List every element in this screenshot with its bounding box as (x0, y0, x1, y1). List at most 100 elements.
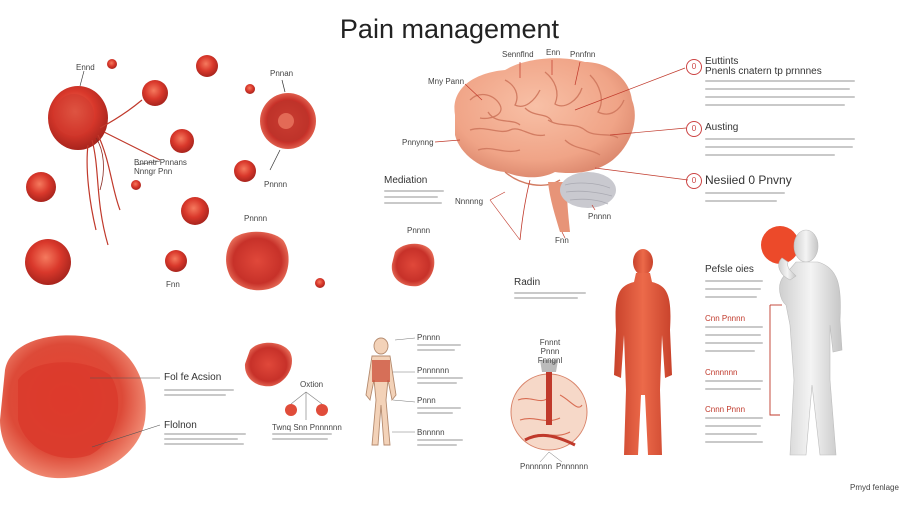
cell-small (181, 197, 209, 225)
text-line (705, 350, 755, 352)
cell-small (131, 180, 141, 190)
oxtion-label: Oxtion (300, 380, 324, 389)
body-label-2: Pnnnnnn (417, 366, 450, 375)
text-line (705, 138, 855, 140)
text-line (705, 200, 777, 202)
text-line (705, 417, 763, 419)
text-line (705, 425, 761, 427)
cell-mediation (391, 243, 435, 287)
right-para-1: Pefsle oies (705, 264, 754, 275)
cell-small (26, 172, 56, 202)
cell-small (234, 160, 256, 182)
text-line (164, 394, 226, 396)
badge-2: 0 (686, 121, 702, 137)
text-line (384, 202, 442, 204)
red-body-figure (614, 249, 672, 455)
cell-small (196, 55, 218, 77)
nerve-fibers (86, 99, 161, 246)
radin-heading: Radin (514, 277, 541, 288)
text-line (272, 438, 328, 440)
right-para-3: Cnnnnnn (705, 368, 738, 377)
text-line (705, 146, 853, 148)
text-line (705, 88, 850, 90)
text-line (417, 377, 463, 379)
text-line (705, 296, 757, 298)
text-line (705, 326, 763, 328)
right-heading-2: Austing (705, 122, 739, 133)
cell-small (170, 129, 194, 153)
cell-medium (25, 239, 71, 285)
right-heading-1b: Pnenls cnatern tp prnnnes (705, 66, 822, 77)
cell-medium (226, 231, 289, 291)
cell-note: Bnnntr Pnnans (134, 158, 187, 167)
text-line (514, 297, 578, 299)
text-line (705, 441, 763, 443)
text-line (417, 444, 457, 446)
text-line (164, 443, 244, 445)
text-line (514, 292, 586, 294)
pair-cell (316, 404, 328, 416)
right-para-4: Cnnn Pnnn (705, 405, 746, 414)
brain-label-bottom-1: Fnn (555, 236, 569, 245)
text-line (272, 433, 332, 435)
white-figure (778, 229, 843, 456)
page-title: Pain management (339, 14, 560, 44)
cell-label-mid: Pnnan (270, 69, 294, 78)
cell-label-small: Fnn (166, 280, 180, 289)
body-organs (372, 360, 390, 382)
brain-label-bottom-2: Pnnnn (588, 212, 612, 221)
text-line (705, 288, 761, 290)
right-para-2: Cnn Pnnnn (705, 314, 746, 323)
text-line (705, 80, 855, 82)
text-line (705, 334, 761, 336)
text-line (417, 344, 461, 346)
text-line (705, 342, 763, 344)
cell-action (244, 342, 292, 387)
red-disc (761, 226, 799, 264)
cell-small (315, 278, 325, 288)
text-line (705, 280, 763, 282)
mediation-heading: Mediation (384, 175, 428, 186)
cell-label-left: Pnnnn (407, 226, 431, 235)
brain-label-left-2: Pnnynng (402, 138, 434, 147)
flolnon-heading: Flolnon (164, 420, 197, 431)
pair-caption: Twnq Snn Pnnnnnn (272, 423, 342, 432)
footer-credit: Pmyd fenlagets (850, 483, 899, 492)
cell-label-bottom: Pnnnn (264, 180, 288, 189)
brain-label-3: Pnnfnn (570, 50, 596, 59)
nerve-top-label: Fnnnt Pnnn Fnngnl (537, 338, 563, 365)
text-line (417, 412, 453, 414)
body-outline (365, 337, 397, 446)
text-line (417, 407, 461, 409)
text-line (417, 382, 457, 384)
text-line (705, 104, 845, 106)
right-heading-3: Nesiied 0 Pnvny (705, 173, 792, 187)
brain-label-left-1: Mny Pann (428, 77, 465, 86)
text-line (384, 190, 444, 192)
text-line (164, 389, 234, 391)
text-line (384, 196, 438, 198)
cell-label-top: Ennd (76, 63, 95, 72)
body-label-4: Bnnnnn (417, 428, 445, 437)
text-line (705, 388, 761, 390)
brain-label-1: Sennflnd (502, 50, 534, 59)
brain-label-2: Enn (546, 48, 561, 57)
badge-1: 0 (686, 59, 702, 75)
text-line (417, 439, 463, 441)
text-line (705, 96, 855, 98)
cell-label-pair: Pnnnn (244, 214, 268, 223)
body-label-3: Pnnn (417, 396, 436, 405)
cell-small (142, 80, 168, 106)
body-label-1: Pnnnn (417, 333, 441, 342)
action-heading: Fol fe Acsion (164, 372, 222, 383)
text-line (164, 433, 246, 435)
cell-small (107, 59, 117, 69)
brain-label-left-3: Nnnnng (455, 197, 484, 206)
cell-note-2: Nnngr Pnn (134, 167, 173, 176)
brain (454, 58, 635, 178)
text-line (164, 438, 238, 440)
text-line (705, 154, 835, 156)
badge-3: 0 (686, 173, 702, 189)
right-heading-1: Euttints (705, 56, 739, 67)
